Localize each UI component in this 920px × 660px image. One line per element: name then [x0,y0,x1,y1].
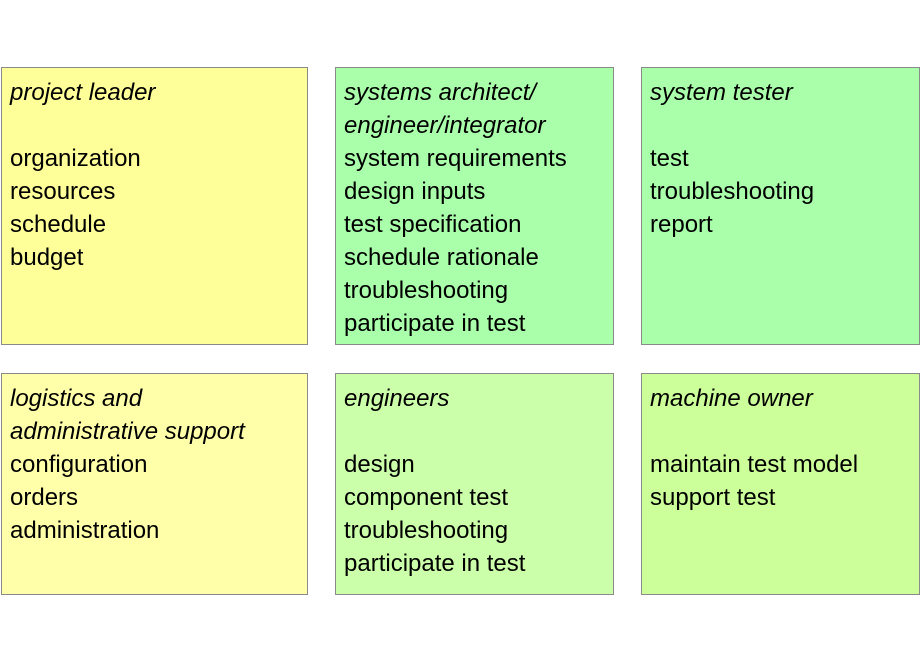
role-box-logistics: logistics and administrative support con… [1,373,308,595]
role-item: maintain test model [650,451,859,478]
role-box-engineers: engineers design component test troublesho… [335,373,614,595]
role-box-systems-architect: systems architect/ engineer/integrator s… [335,67,614,345]
role-item: configuration [10,451,148,478]
role-item: support test [650,484,776,511]
role-item: participate in test [344,310,526,337]
role-box-system-tester: system tester test troubleshooting report [641,67,920,345]
role-title: engineers [344,385,450,412]
role-item: troubleshooting [344,277,509,304]
role-title: project leader [10,79,156,106]
role-item: resources [10,178,116,205]
role-item: report [650,211,713,238]
role-item: administration [10,517,160,544]
role-item: test specification [344,211,522,238]
role-items: maintain test model support test [650,415,919,514]
role-item: design [344,451,415,478]
role-items: organization resources schedule budget [10,109,307,274]
role-item: organization [10,145,141,172]
role-item: schedule rationale [344,244,539,271]
role-box-project-leader: project leader organization resources sche… [1,67,308,345]
role-items: configuration orders administration [10,448,307,547]
role-item: component test [344,484,509,511]
role-item: test [650,145,689,172]
role-items: design component test troubleshooting parti… [344,415,613,580]
title-spacer [10,109,307,142]
title-spacer [650,415,919,448]
role-item: troubleshooting [344,517,509,544]
role-items: test troubleshooting report [650,109,919,241]
role-title: system tester [650,79,793,106]
role-title: systems architect/ engineer/integrator [344,79,546,139]
role-item: budget [10,244,84,271]
role-item: troubleshooting [650,178,815,205]
role-title: logistics and administrative support [10,385,245,445]
role-item: schedule [10,211,107,238]
title-spacer [344,415,613,448]
title-spacer [650,109,919,142]
role-items: system requirements design inputs test spe… [344,142,613,340]
role-item: participate in test [344,550,526,577]
role-item: orders [10,484,79,511]
role-item: system requirements [344,145,567,172]
role-item: design inputs [344,178,486,205]
role-title: machine owner [650,385,813,412]
role-box-machine-owner: machine owner maintain test model support… [641,373,920,595]
